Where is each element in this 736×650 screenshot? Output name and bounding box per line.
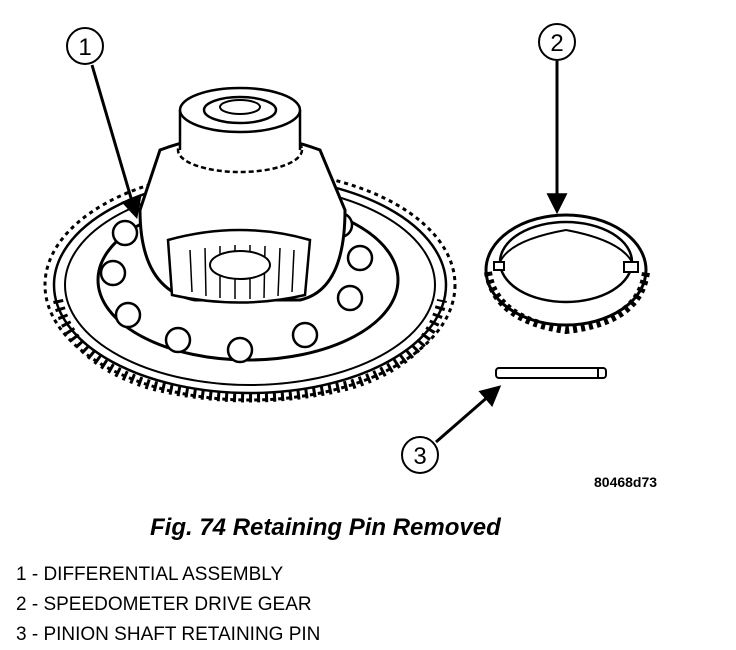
callout-2-circle — [538, 23, 576, 61]
legend-item-3: 3 - PINION SHAFT RETAINING PIN — [16, 624, 321, 645]
callout-2: 2 — [538, 23, 576, 215]
figure-illustration: 1 2 3 80468d73 — [43, 23, 657, 490]
speedometer-drive-gear — [484, 213, 650, 335]
legend-item-1: 1 - DIFFERENTIAL ASSEMBLY — [16, 564, 284, 585]
legend-item-2: 2 - SPEEDOMETER DRIVE GEAR — [16, 594, 312, 615]
callout-3: 3 — [401, 385, 502, 474]
legend-list: 1 - DIFFERENTIAL ASSEMBLY 2 - SPEEDOMETE… — [16, 560, 320, 650]
callout-1-circle — [66, 27, 104, 65]
callout-1-number: 1 — [78, 34, 91, 61]
figure-caption: Fig. 74 Retaining Pin Removed — [150, 514, 501, 541]
image-code: 80468d73 — [594, 474, 657, 490]
callout-2-number: 2 — [550, 30, 563, 57]
callout-3-number: 3 — [413, 443, 426, 470]
retaining-pin — [495, 367, 607, 379]
callout-3-circle — [401, 436, 439, 474]
differential-assembly — [43, 86, 457, 403]
callout-1-leader — [90, 64, 142, 220]
callout-1: 1 — [66, 27, 142, 220]
callout-3-leader — [435, 385, 502, 444]
